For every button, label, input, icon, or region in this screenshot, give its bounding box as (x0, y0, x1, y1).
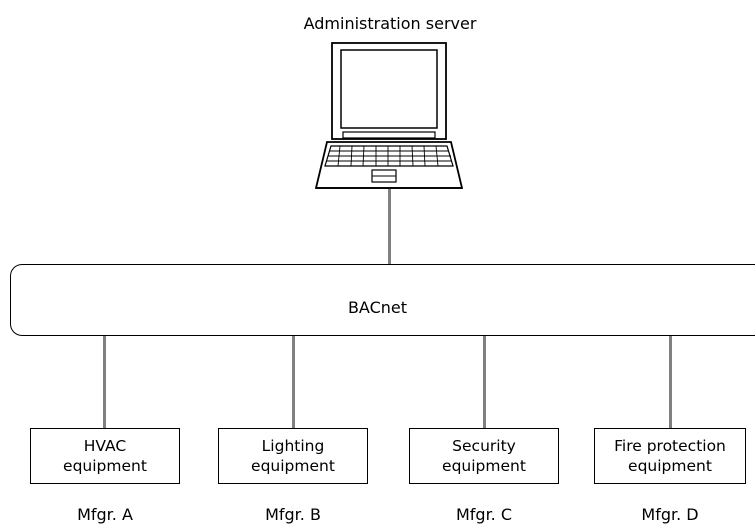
device-connector-line-a (103, 336, 106, 429)
manufacturer-label-c: Mfgr. C (455, 505, 513, 524)
bacnet-bus (10, 264, 755, 336)
device-box-lighting: Lighting equipment (218, 428, 368, 484)
manufacturer-label-a: Mfgr. A (77, 505, 133, 524)
device-label-line2: equipment (442, 457, 526, 475)
device-label-line2: equipment (63, 457, 147, 475)
device-box-security: Security equipment (409, 428, 559, 484)
server-connector-line (388, 189, 391, 265)
device-label-line1: Security (452, 437, 516, 455)
server-label: Administration server (303, 14, 477, 33)
device-box-hvac: HVAC equipment (30, 428, 180, 484)
device-label-line2: equipment (628, 457, 712, 475)
manufacturer-label-b: Mfgr. B (265, 505, 321, 524)
device-label-line1: Lighting (261, 437, 325, 455)
bacnet-label: BACnet (347, 298, 408, 317)
device-connector-line-c (483, 336, 486, 429)
device-label-line1: HVAC (83, 437, 127, 455)
device-label-line2: equipment (251, 457, 335, 475)
device-connector-line-b (292, 336, 295, 429)
device-connector-line-d (669, 336, 672, 429)
manufacturer-label-d: Mfgr. D (641, 505, 699, 524)
device-label-line1: Fire protection (614, 437, 726, 455)
device-box-fire-protection: Fire protection equipment (594, 428, 746, 484)
laptop-icon (314, 42, 464, 189)
